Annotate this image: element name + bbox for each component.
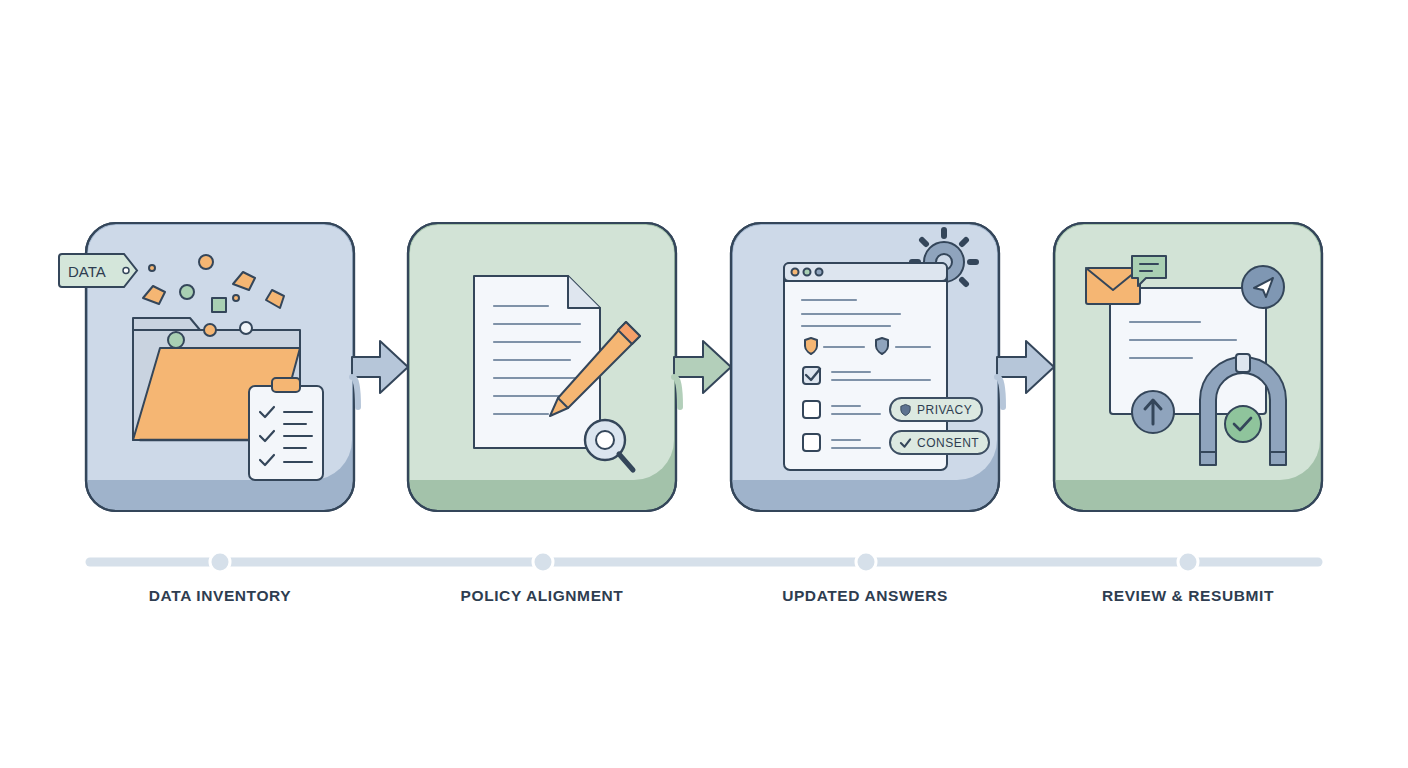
flow-arrow — [997, 341, 1054, 407]
step-panel: DATA INVENTORYDATA — [86, 223, 354, 511]
step-label: REVIEW & RESUBMIT — [1102, 587, 1274, 605]
step-label: DATA INVENTORY — [149, 587, 291, 605]
step-panel: UPDATED ANSWERSPRIVACYCONSENT — [731, 223, 999, 511]
status-pill: PRIVACY — [889, 397, 983, 422]
status-pill: CONSENT — [889, 430, 990, 455]
tag-text: PRIVACY — [917, 403, 972, 417]
data-tag: DATA — [58, 253, 138, 288]
flow-arrow — [352, 341, 408, 407]
step-panel: REVIEW & RESUBMIT — [1054, 223, 1322, 511]
check-icon — [899, 436, 912, 449]
step-label: POLICY ALIGNMENT — [461, 587, 624, 605]
flow-arrow — [674, 341, 731, 407]
shield-icon — [899, 403, 912, 416]
step-label: UPDATED ANSWERS — [782, 587, 948, 605]
step-panel: POLICY ALIGNMENT — [408, 223, 676, 511]
tag-text: DATA — [68, 262, 106, 279]
tag-text: CONSENT — [917, 436, 979, 450]
